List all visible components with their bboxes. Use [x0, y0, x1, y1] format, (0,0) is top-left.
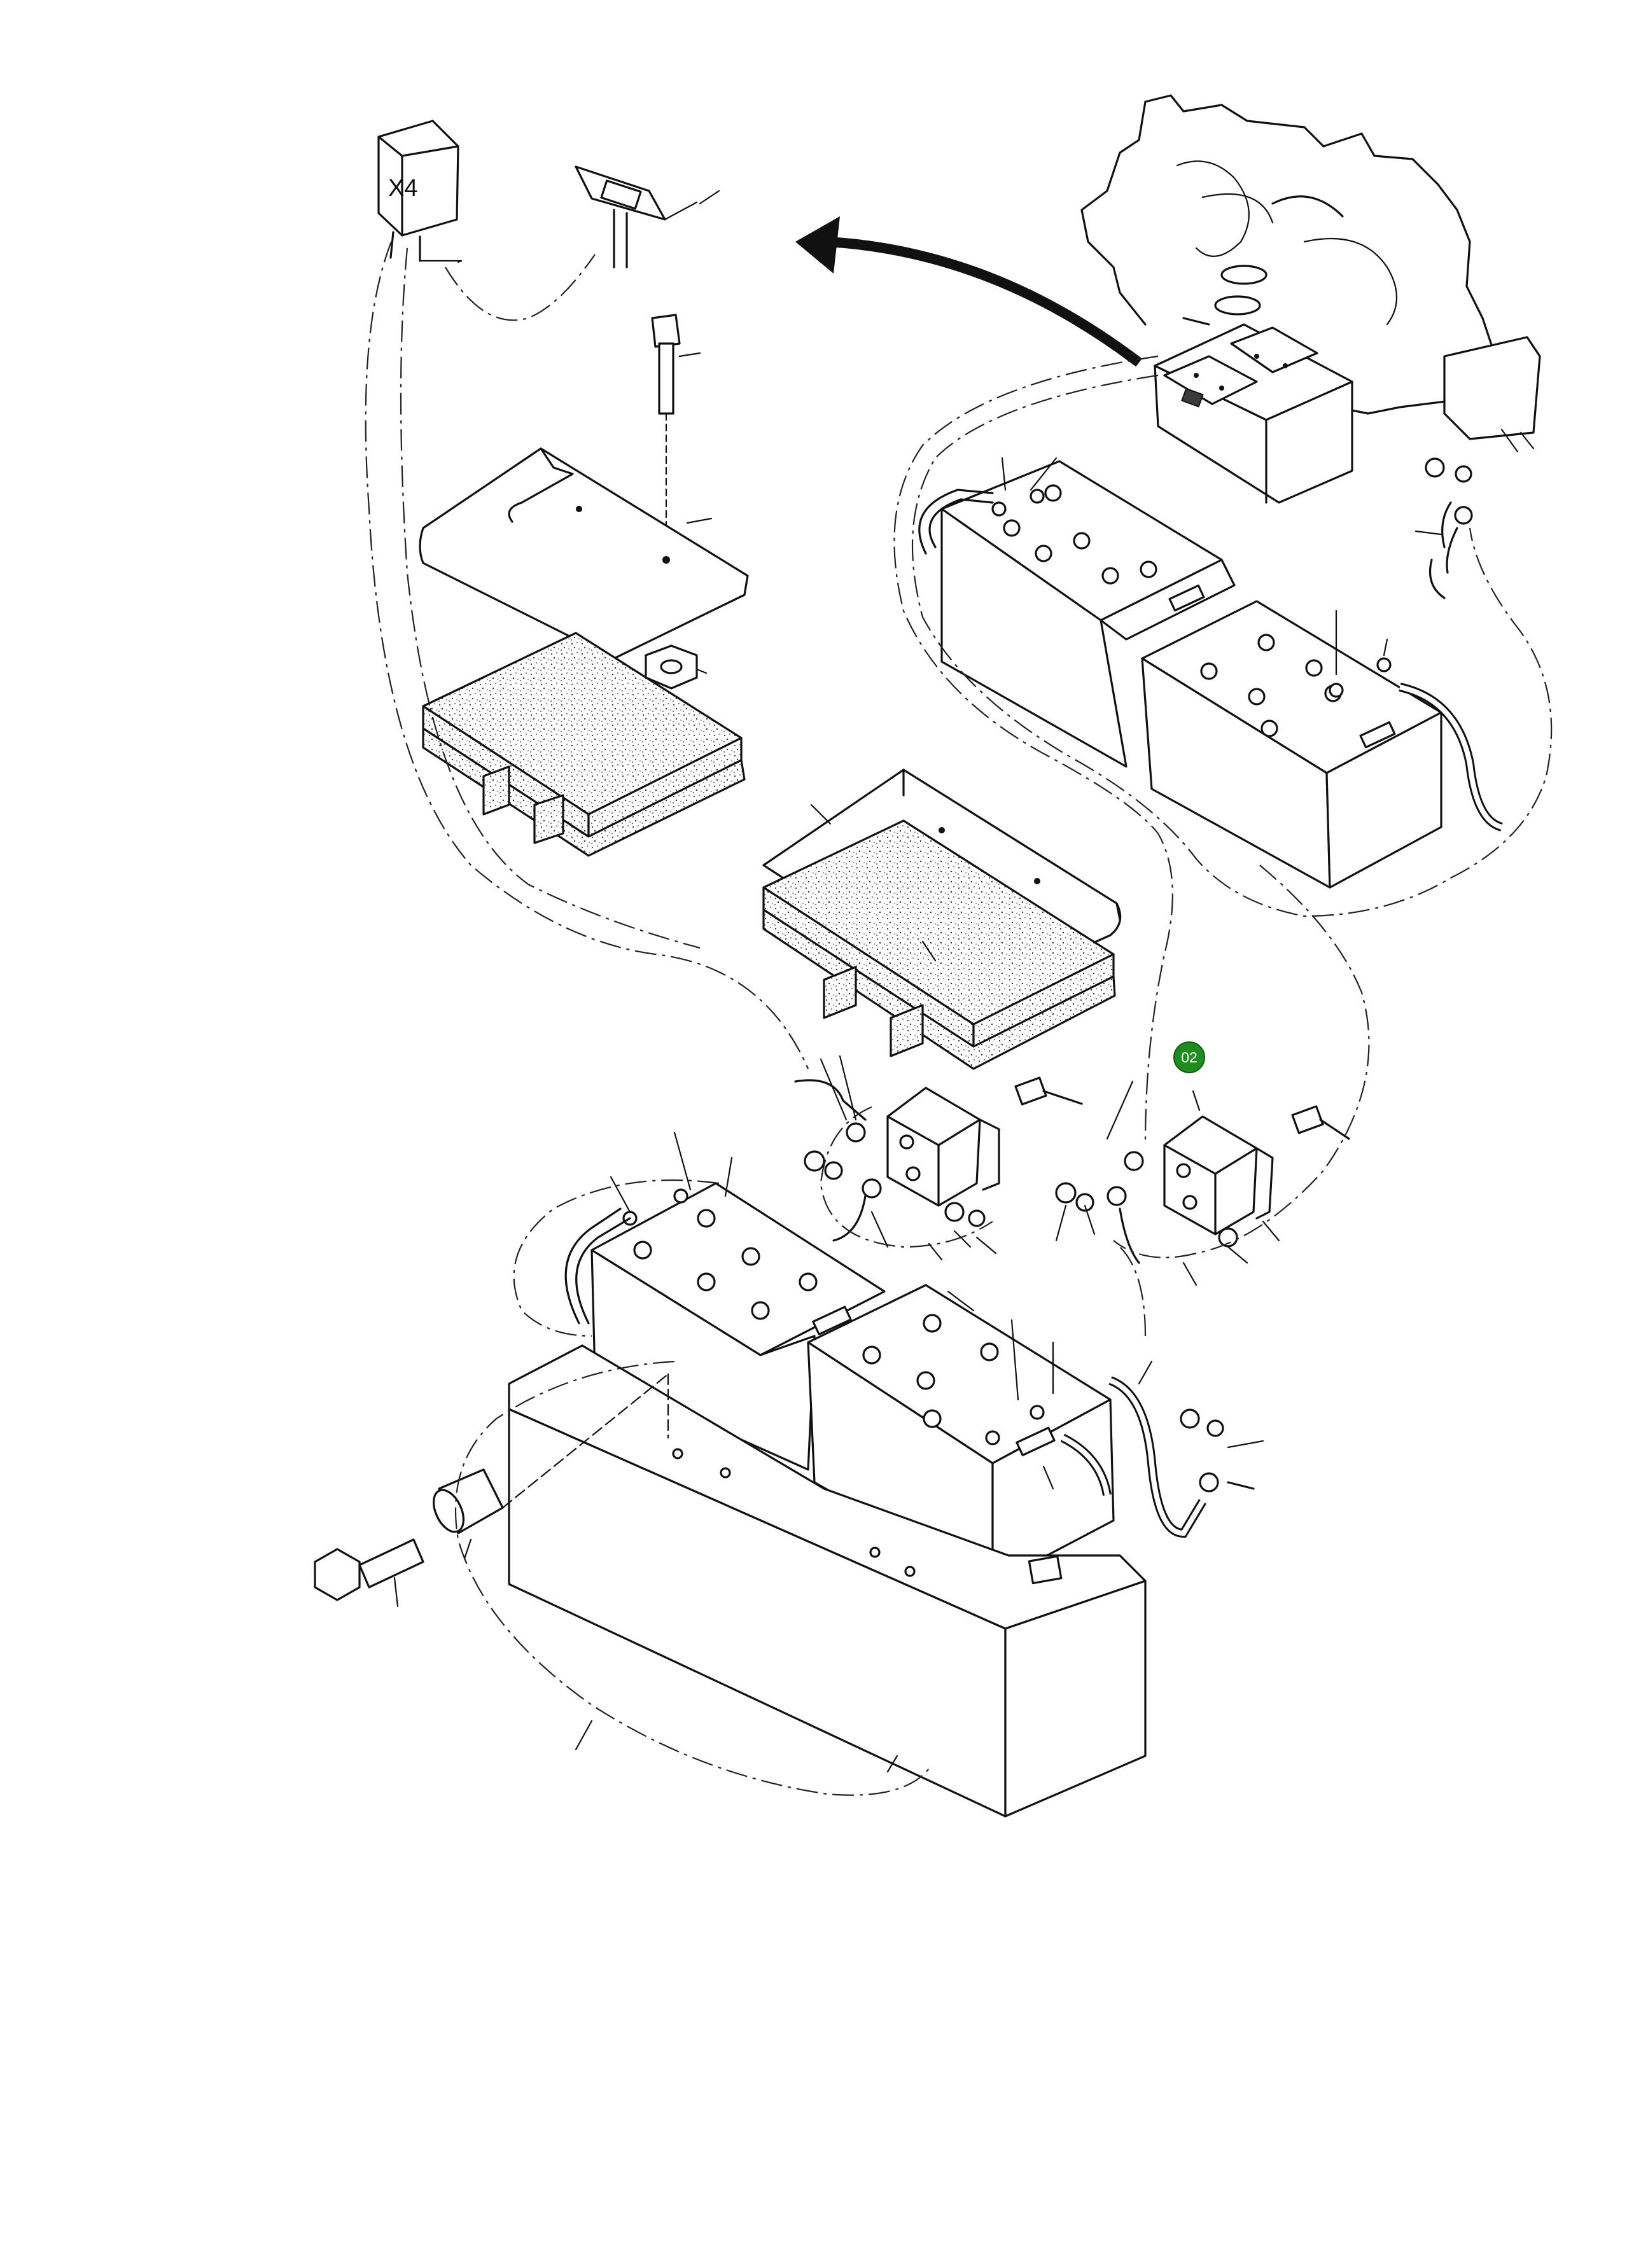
relay-box-label: X4 — [388, 175, 417, 202]
battery-switch-left — [794, 1076, 1083, 1242]
battery-carrier-box — [508, 1344, 1147, 1818]
engine-outline — [1080, 94, 1497, 421]
relay-box-x4: X4 — [377, 120, 463, 262]
long-bolt — [651, 314, 701, 561]
upper-battery-terminals — [918, 457, 1504, 831]
assembly-boundaries — [365, 241, 1553, 1796]
leader-lines — [393, 190, 1535, 1773]
clamp-plate-middle — [762, 769, 1122, 1070]
upper-battery-left — [940, 460, 1236, 768]
insulation-pads-upper — [422, 632, 746, 857]
clamp-plate-upper — [419, 447, 749, 660]
battery-switch-right — [1055, 1090, 1350, 1264]
engine-battery-box — [1154, 323, 1541, 504]
upper-battery-right — [1141, 600, 1442, 889]
lower-battery-left — [564, 1182, 886, 1471]
callout-02[interactable]: 02 — [1173, 1041, 1205, 1073]
connector-bracket — [575, 165, 698, 268]
hex-nut — [645, 644, 708, 690]
lower-battery-right — [807, 1284, 1255, 1585]
direction-arrow — [795, 216, 1142, 367]
callout-02-label: 02 — [1181, 1049, 1198, 1066]
